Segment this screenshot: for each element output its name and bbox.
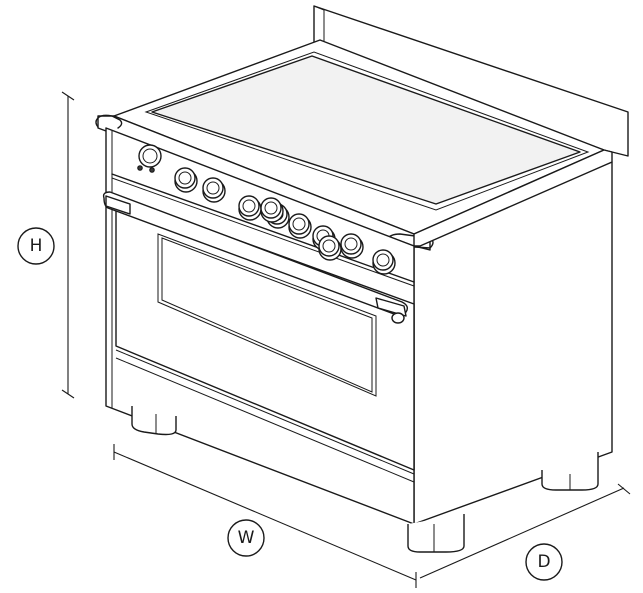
control-knob [340,233,364,259]
svg-text:W: W [238,528,255,548]
height-label: H [17,227,55,265]
feet [131,406,599,553]
control-knob [238,195,262,221]
svg-text:H: H [30,236,43,256]
control-knobs [174,167,396,275]
control-knob [372,249,396,275]
oven-door [115,195,415,483]
control-knob [318,235,342,261]
depth-dimension [419,483,631,579]
control-knob [202,177,226,203]
control-panel [137,144,396,275]
depth-label: D [525,543,563,581]
clock-dial [137,144,162,173]
door-handle [102,191,409,324]
height-dimension [61,91,75,399]
width-label: W [227,519,265,557]
width-dimension [113,444,417,588]
control-knob [288,213,312,239]
control-knob [260,197,284,223]
control-knob [174,167,198,193]
svg-text:D: D [537,552,550,572]
